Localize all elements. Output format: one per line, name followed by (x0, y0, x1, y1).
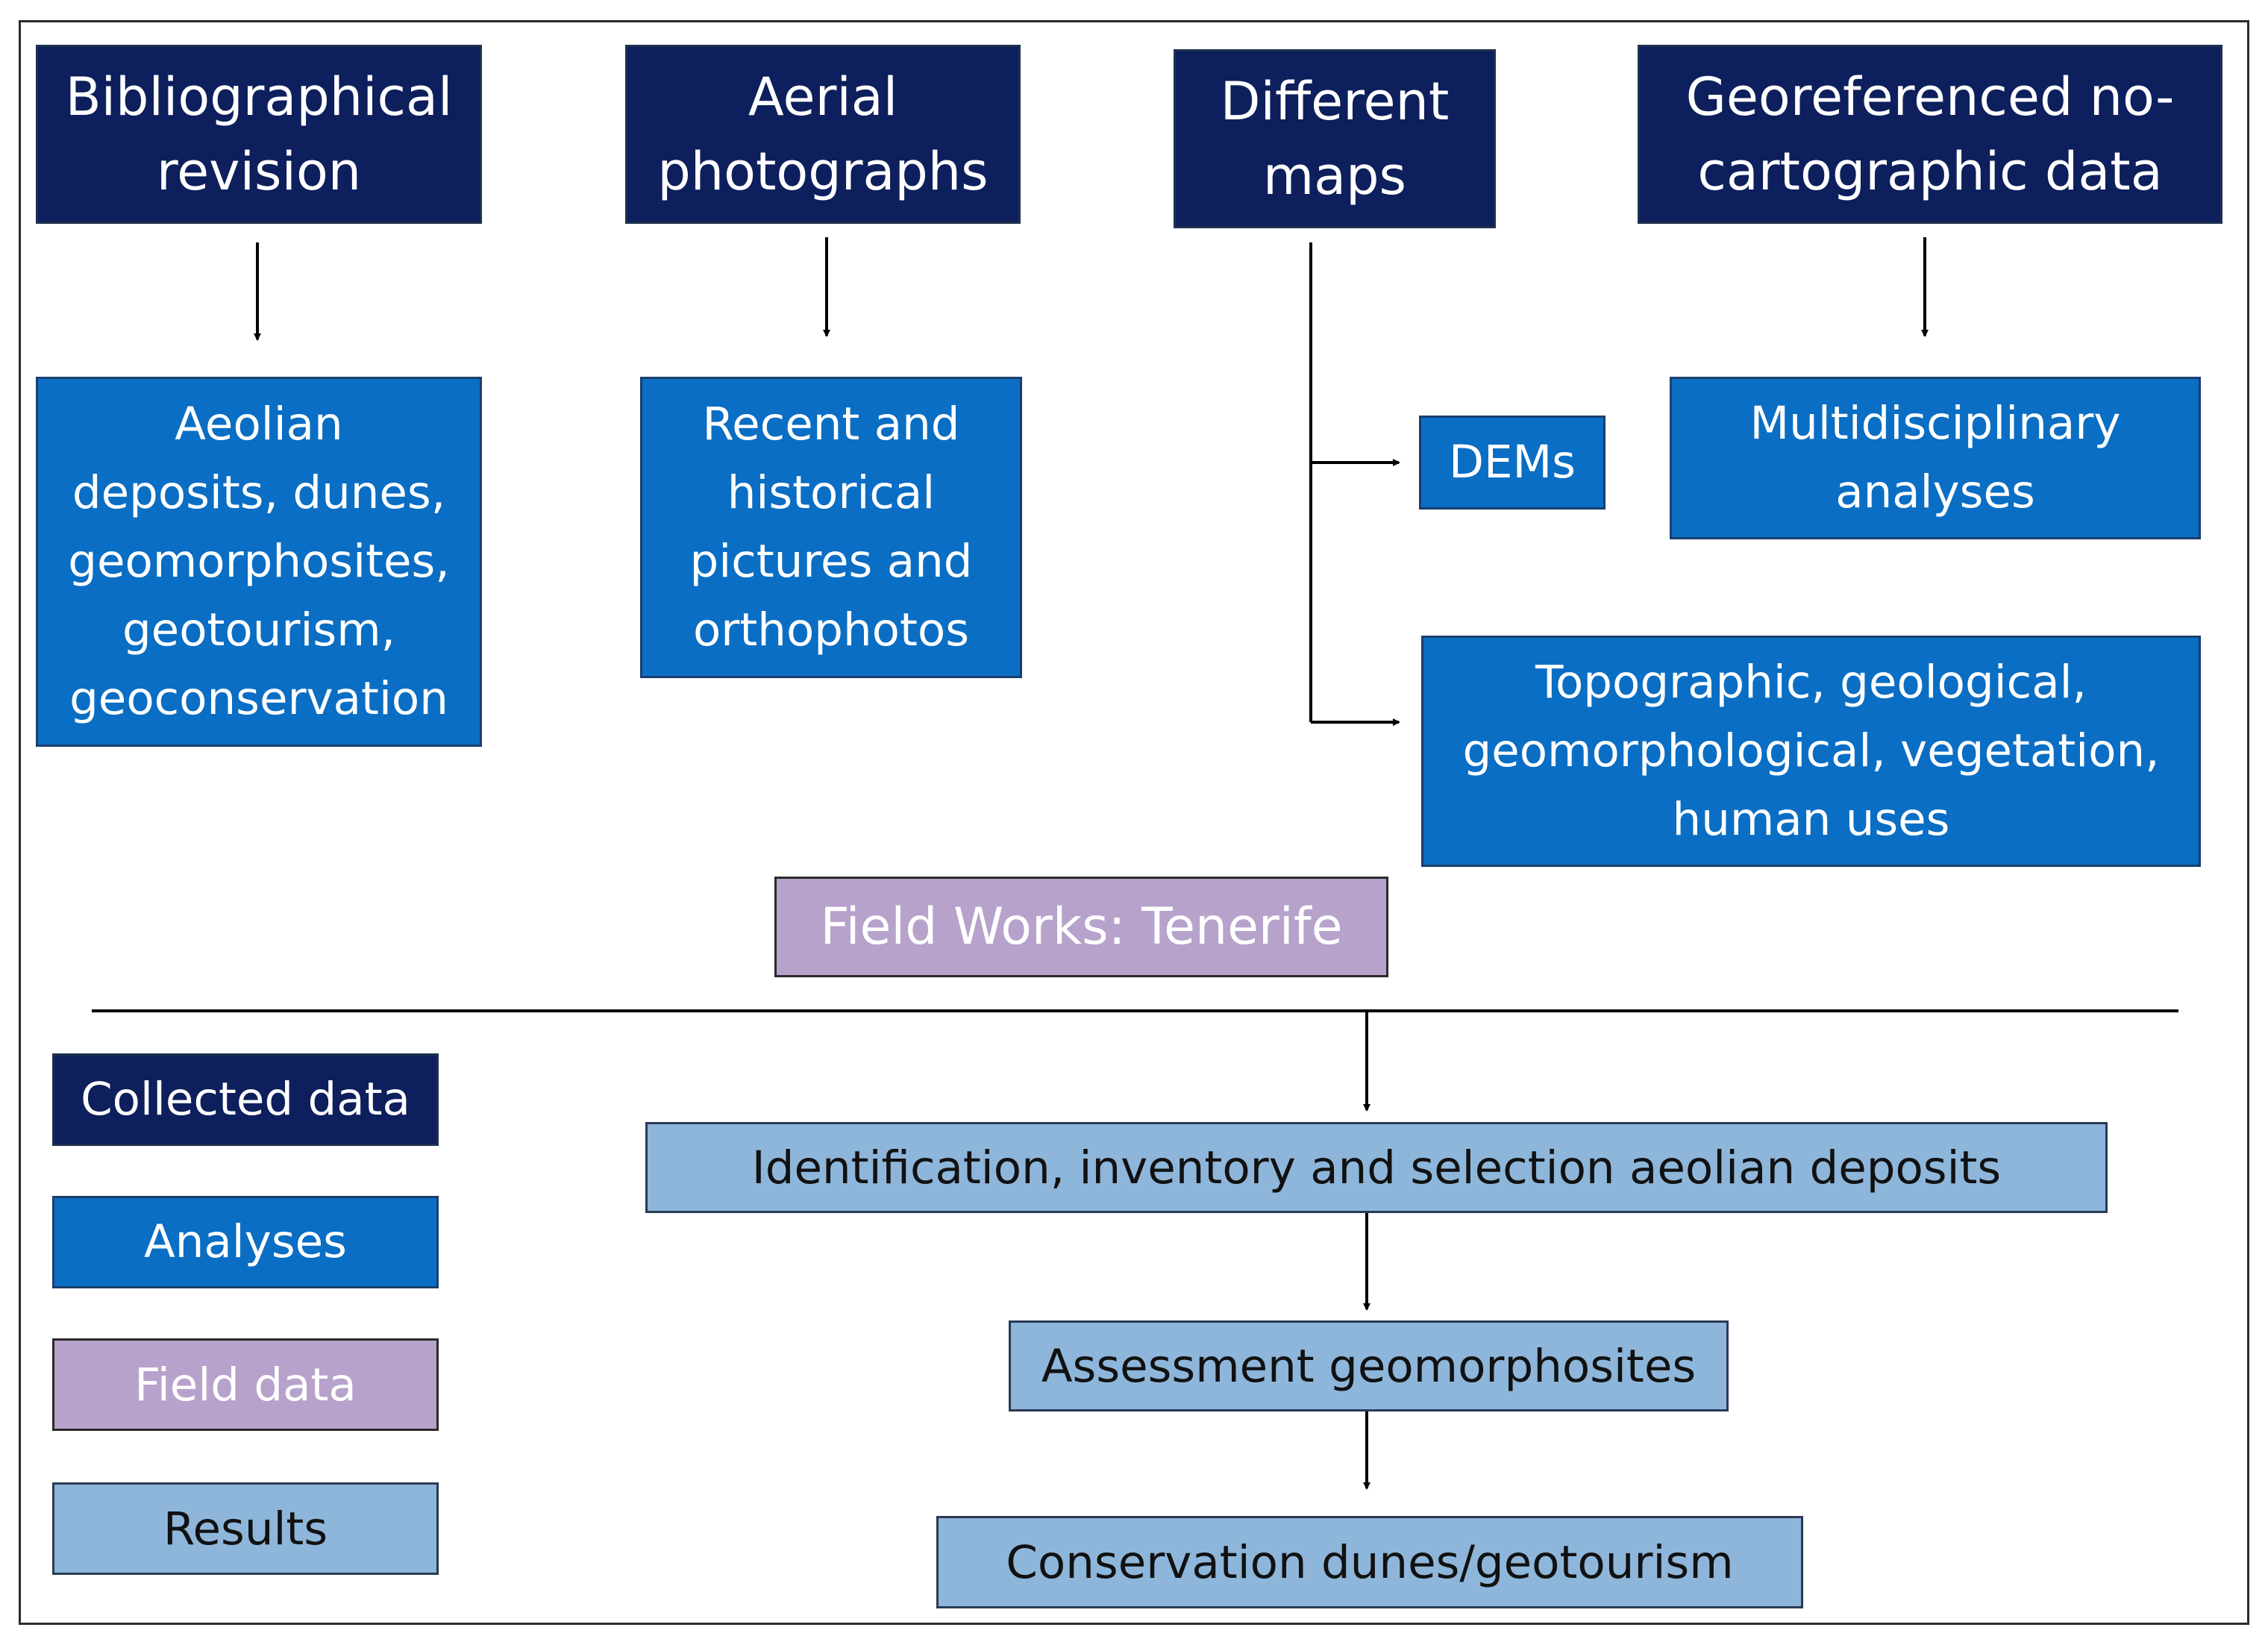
legend-collected-data: Collected data (52, 1053, 439, 1146)
aerial-photographs-box: Aerial photographs (625, 45, 1021, 224)
multidisciplinary-analyses-box: Multidisciplinary analyses (1670, 377, 2201, 539)
recent-historical-pictures-box: Recent and historical pictures and ortho… (640, 377, 1022, 678)
diagram-frame (19, 20, 2249, 1625)
aeolian-deposits-box: Aeolian deposits, dunes, geomorphosites,… (36, 377, 482, 747)
legend-analyses: Analyses (52, 1196, 439, 1288)
field-works-box: Field Works: Tenerife (774, 877, 1388, 977)
identification-box: Identification, inventory and selection … (645, 1122, 2108, 1213)
conservation-box: Conservation dunes/geotourism (936, 1516, 1803, 1608)
legend-field-data: Field data (52, 1338, 439, 1431)
legend-results: Results (52, 1482, 439, 1575)
georeferenced-data-box: Georeferenced no- cartographic data (1638, 45, 2222, 224)
bibliographical-revision-box: Bibliographical revision (36, 45, 482, 224)
different-maps-box: Different maps (1174, 49, 1496, 228)
dems-box: DEMs (1419, 416, 1606, 510)
thematic-maps-box: Topographic, geological, geomorphologica… (1421, 636, 2201, 867)
assessment-box: Assessment geomorphosites (1009, 1320, 1729, 1411)
